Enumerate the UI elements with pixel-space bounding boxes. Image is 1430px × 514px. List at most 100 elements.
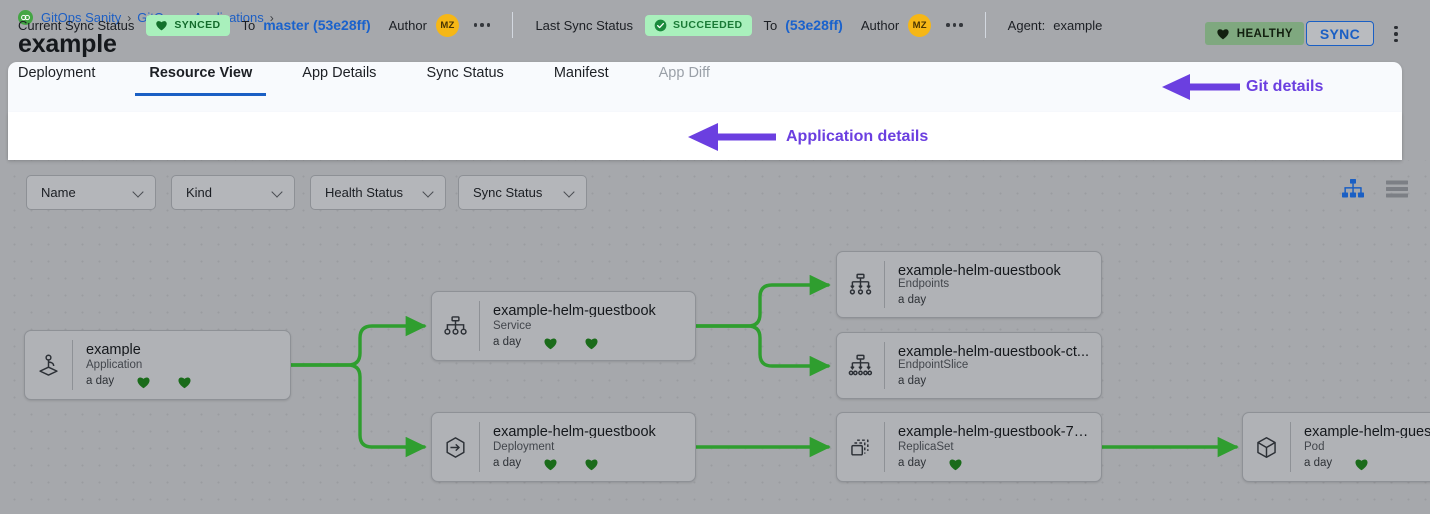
list-view-icon[interactable]: [1386, 179, 1408, 204]
last-sync-status-badge-label: SUCCEEDED: [673, 19, 743, 31]
node-title: example-helm-guestbook: [493, 424, 656, 438]
health-heart-icon: [543, 336, 558, 350]
replicaset-icon: [837, 413, 884, 481]
health-heart-icon: [543, 457, 558, 471]
sync-heart-icon: [584, 336, 599, 350]
node-kind: Deployment: [493, 440, 555, 453]
application-icon: [25, 331, 72, 399]
sync-status-row: Current Sync Status SYNCED To master (53…: [0, 0, 1430, 50]
current-revision-link[interactable]: master (53e28ff): [263, 17, 371, 33]
health-badge-label: HEALTHY: [1236, 27, 1293, 40]
pod-icon: [1243, 413, 1290, 481]
node-age: a day: [1304, 457, 1333, 470]
tab-manifest[interactable]: Manifest: [540, 50, 623, 96]
current-sync-status-badge: SYNCED: [146, 14, 230, 36]
node-title: example-helm-guestbook-74...: [898, 424, 1091, 438]
chevron-down-icon: [134, 188, 143, 197]
filter-health-status[interactable]: Health Status: [310, 175, 446, 210]
sync-button-label: SYNC: [1319, 25, 1360, 42]
filter-label: Name: [41, 185, 76, 200]
agent-label: Agent:: [1007, 17, 1046, 33]
filter-bar: Name Kind Health Status Sync Status: [0, 175, 1430, 213]
tab-sync-status[interactable]: Sync Status: [412, 50, 517, 96]
graph-node-service[interactable]: example-helm-guestbook Service a day: [431, 291, 696, 361]
node-kind: Endpoints: [898, 277, 950, 290]
node-age: a day: [493, 457, 522, 470]
node-kind: EndpointSlice: [898, 358, 969, 371]
node-divider: [72, 340, 73, 390]
tab-app-diff: App Diff: [645, 50, 724, 96]
sync-heart-icon: [584, 457, 599, 471]
filter-label: Health Status: [325, 185, 404, 200]
node-age: a day: [86, 375, 115, 388]
node-kind: Service: [493, 319, 532, 332]
filter-name[interactable]: Name: [26, 175, 156, 210]
node-age: a day: [493, 336, 522, 349]
tab-label: Resource View: [149, 65, 253, 81]
tab-label: Sync Status: [426, 65, 504, 81]
filter-sync-status[interactable]: Sync Status: [458, 175, 587, 210]
graph-node-pod[interactable]: example-helm-guest Pod a day: [1242, 412, 1430, 482]
last-to-label: To: [763, 17, 778, 33]
annotation-arrow-application-details: [688, 123, 776, 151]
divider: [984, 12, 986, 38]
deployment-icon: [432, 413, 479, 481]
tab-label: Manifest: [553, 65, 609, 81]
graph-node-replicaset[interactable]: example-helm-guestbook-74... ReplicaSet …: [836, 412, 1102, 482]
node-title: example-helm-guest: [1304, 424, 1430, 438]
tab-label: App Details: [302, 65, 377, 81]
node-divider: [884, 422, 885, 472]
tree-view-icon[interactable]: [1342, 179, 1364, 204]
current-sync-more-menu-icon[interactable]: [473, 23, 491, 27]
tab-label: App Diff: [658, 65, 710, 81]
heart-icon: [1216, 27, 1230, 40]
chevron-down-icon: [565, 188, 574, 197]
status-badge-healthy: HEALTHY: [1204, 22, 1304, 45]
graph-node-deployment[interactable]: example-helm-guestbook Deployment a day: [431, 412, 696, 482]
filter-label: Kind: [186, 185, 213, 200]
node-title: example-helm-guestbook: [898, 263, 1061, 275]
chevron-down-icon: [424, 188, 433, 197]
sync-heart-icon: [177, 375, 192, 389]
last-sync-more-menu-icon[interactable]: [946, 23, 963, 27]
graph-node-endpointslice[interactable]: example-helm-guestbook-ct... EndpointSli…: [836, 332, 1102, 399]
endpoints-icon: [837, 252, 884, 317]
node-kind: ReplicaSet: [898, 440, 954, 453]
node-divider: [884, 261, 885, 308]
node-title: example-helm-guestbook: [493, 303, 656, 317]
health-heart-icon: [136, 375, 151, 389]
agent-value: example: [1053, 17, 1103, 33]
node-age: a day: [898, 374, 927, 387]
filter-kind[interactable]: Kind: [171, 175, 295, 210]
avatar: MZ: [908, 13, 932, 37]
sync-button[interactable]: SYNC: [1305, 21, 1374, 46]
annotation-label-git-details: Git details: [1246, 78, 1324, 95]
graph-node-endpoints[interactable]: example-helm-guestbook Endpoints a day: [836, 251, 1102, 318]
tab-deployment[interactable]: Deployment: [18, 50, 109, 96]
last-sync-status-label: Last Sync Status: [535, 17, 633, 33]
node-divider: [1290, 422, 1291, 472]
node-title: example-helm-guestbook-ct...: [898, 344, 1089, 356]
node-kind: Application: [86, 358, 143, 371]
node-divider: [884, 342, 885, 389]
heart-icon: [155, 19, 168, 31]
divider: [512, 12, 514, 38]
check-circle-icon: [654, 19, 667, 32]
gitops-logo-icon: [18, 10, 33, 25]
tab-app-details[interactable]: App Details: [288, 50, 390, 96]
breadcrumb-separator: ›: [269, 10, 274, 25]
last-revision-link[interactable]: (53e28ff): [785, 17, 843, 33]
graph-node-application[interactable]: example Application a day: [24, 330, 291, 400]
last-sync-status-badge: SUCCEEDED: [645, 14, 752, 36]
avatar: MZ: [435, 13, 459, 37]
breadcrumb-separator: ›: [127, 10, 132, 25]
breadcrumb-item-gitops-sanity[interactable]: GitOps Sanity: [41, 10, 122, 25]
current-to-label: To: [241, 17, 256, 33]
kebab-menu-icon[interactable]: [1386, 22, 1406, 46]
app-tabs: Deployment Resource View App Details Syn…: [0, 50, 1430, 96]
tab-resource-view[interactable]: Resource View: [135, 50, 267, 96]
node-kind: Pod: [1304, 440, 1325, 453]
node-age: a day: [898, 293, 927, 306]
endpointslice-icon: [837, 333, 884, 398]
node-divider: [479, 422, 480, 472]
